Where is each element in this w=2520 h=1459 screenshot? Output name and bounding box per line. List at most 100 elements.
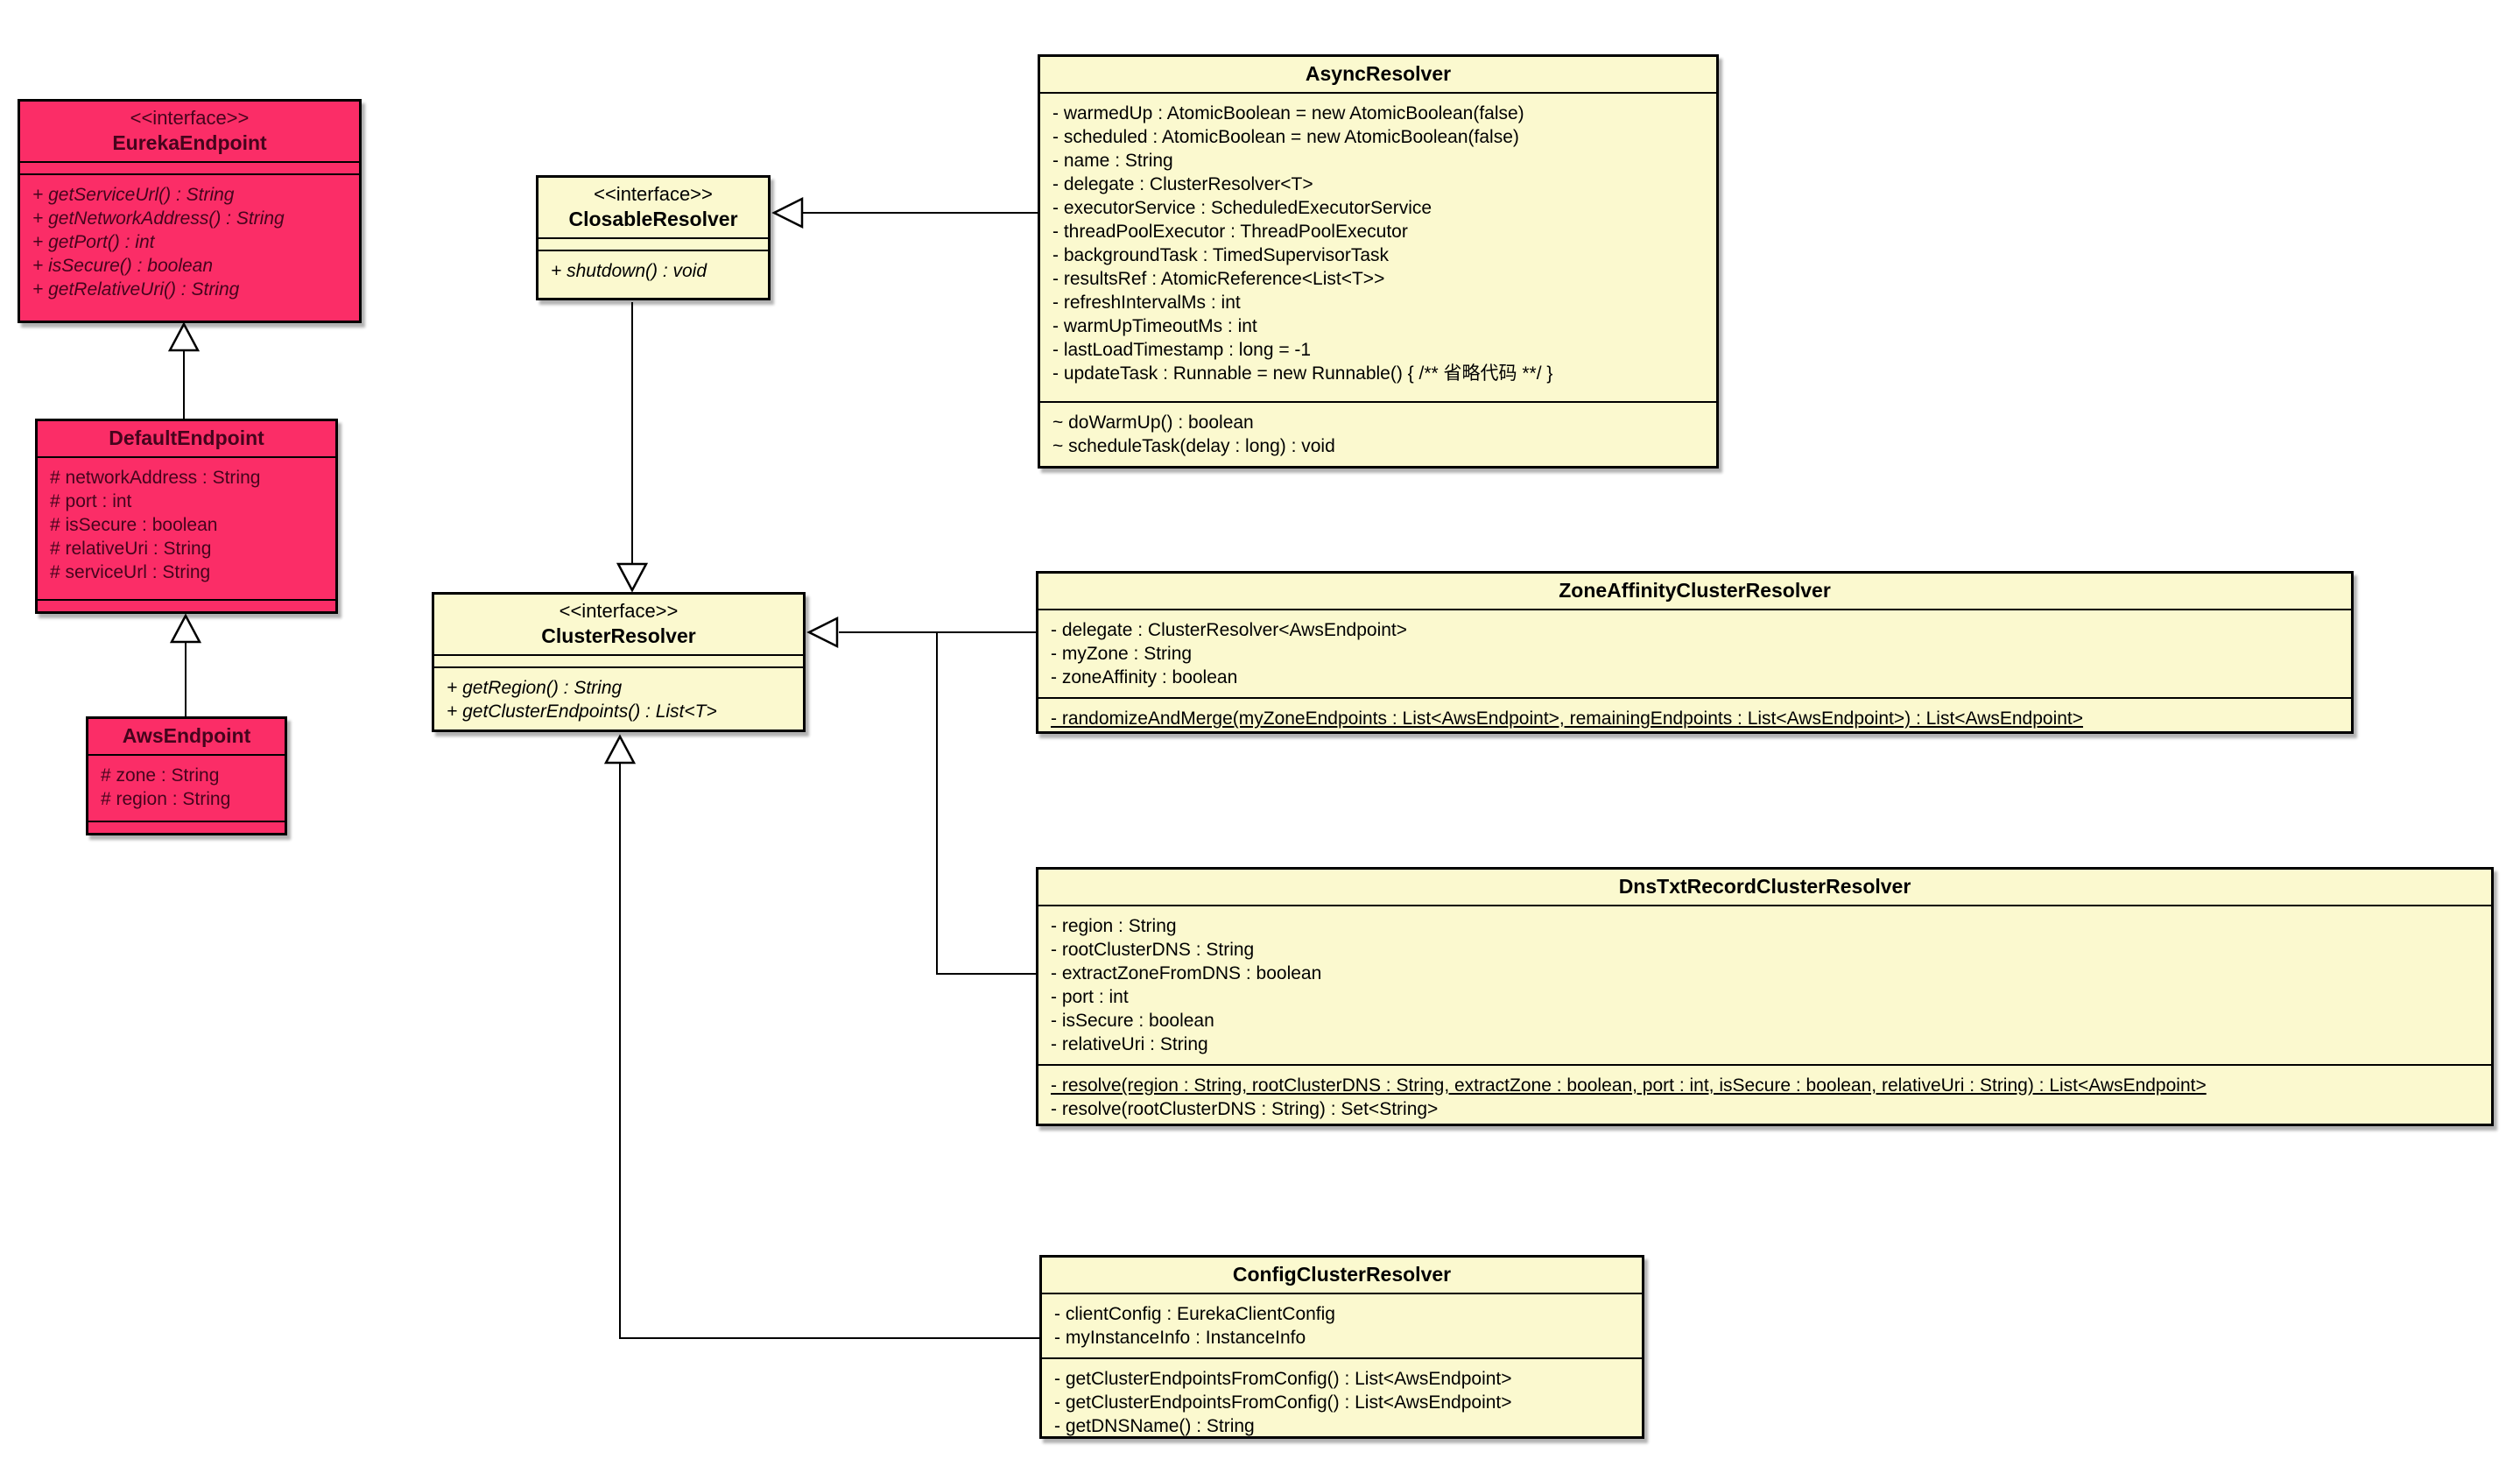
methods-compartment: + getRegion() : String + getClusterEndpoi…: [434, 666, 803, 731]
hollow-triangle-arrowhead: [806, 616, 839, 649]
member-line: - clientConfig : EurekaClientConfig: [1054, 1304, 1335, 1324]
class-box-zone-affinity-cluster-resolver: ZoneAffinityClusterResolver - delegate :…: [1036, 571, 2354, 734]
member-line: - refreshIntervalMs : int: [1052, 293, 1241, 313]
member-line: - myInstanceInfo : InstanceInfo: [1054, 1328, 1306, 1348]
member-line: - backgroundTask : TimedSupervisorTask: [1052, 245, 1389, 265]
member-line: ~ doWarmUp() : boolean: [1052, 412, 1254, 433]
attributes-compartment: [538, 239, 768, 250]
member-line: # networkAddress : String: [50, 468, 261, 488]
member-line: # isSecure : boolean: [50, 515, 218, 535]
class-box-aws-endpoint: AwsEndpoint # zone : String # region : St…: [86, 716, 287, 835]
generalization-dns-to-cluster: [936, 632, 1036, 975]
methods-compartment: - getClusterEndpointsFromConfig() : List…: [1042, 1357, 1642, 1446]
member-line: + getRelativeUri() : String: [32, 279, 240, 300]
class-box-default-endpoint: DefaultEndpoint # networkAddress : Strin…: [35, 419, 338, 614]
member-line: # zone : String: [101, 765, 220, 786]
methods-compartment: [88, 821, 285, 833]
class-header: ZoneAffinityClusterResolver: [1038, 574, 2351, 610]
attributes-compartment: # networkAddress : String# port : int# i…: [38, 458, 335, 599]
member-line: # serviceUrl : String: [50, 562, 211, 582]
class-header: ConfigClusterResolver: [1042, 1258, 1642, 1294]
class-name: EurekaEndpoint: [112, 131, 267, 154]
member-line: # region : String: [101, 789, 231, 809]
methods-compartment: - randomizeAndMerge(myZoneEndpoints : Li…: [1038, 697, 2351, 738]
member-line: - resolve(region : String, rootClusterDN…: [1051, 1075, 2207, 1096]
member-line: - executorService : ScheduledExecutorSer…: [1052, 198, 1432, 218]
member-line: - zoneAffinity : boolean: [1051, 667, 1238, 687]
stereotype-label: <<interface>>: [559, 600, 679, 622]
member-line: - resultsRef : AtomicReference<List<T>>: [1052, 269, 1385, 289]
member-line: - getDNSName() : String: [1054, 1416, 1255, 1436]
class-header: AsyncResolver: [1040, 57, 1716, 94]
class-header: <<interface>> EurekaEndpoint: [20, 102, 359, 163]
class-header: <<interface>> ClosableResolver: [538, 178, 768, 239]
member-line: - relativeUri : String: [1051, 1034, 1208, 1054]
member-line: - isSecure : boolean: [1051, 1011, 1214, 1031]
member-line: - myZone : String: [1051, 644, 1193, 664]
class-header: <<interface>> ClusterResolver: [434, 595, 803, 656]
class-name: AwsEndpoint: [122, 724, 251, 747]
member-line: + getPort() : int: [32, 232, 155, 252]
hollow-triangle-arrowhead: [169, 613, 202, 644]
attributes-compartment: - warmedUp : AtomicBoolean = new AtomicB…: [1040, 94, 1716, 401]
class-box-eureka-endpoint: <<interface>> EurekaEndpoint + getServic…: [18, 99, 362, 323]
member-line: - threadPoolExecutor : ThreadPoolExecuto…: [1052, 222, 1408, 242]
class-box-closable-resolver: <<interface>> ClosableResolver + shutdow…: [536, 175, 771, 300]
generalization-zone-to-cluster: [806, 616, 1036, 649]
class-header: DefaultEndpoint: [38, 421, 335, 458]
class-box-async-resolver: AsyncResolver - warmedUp : AtomicBoolean…: [1038, 54, 1719, 469]
member-line: - rootClusterDNS : String: [1051, 940, 1255, 960]
class-name: AsyncResolver: [1305, 62, 1452, 85]
attributes-compartment: # zone : String # region : String: [88, 756, 285, 821]
member-line: + getRegion() : String: [447, 678, 623, 698]
member-line: - getClusterEndpointsFromConfig() : List…: [1054, 1369, 1512, 1389]
member-line: - name : String: [1052, 151, 1173, 171]
member-line: - warmedUp : AtomicBoolean = new AtomicB…: [1052, 103, 1524, 123]
member-line: + getNetworkAddress() : String: [32, 208, 285, 229]
generalization-aws-to-default: [169, 613, 202, 716]
generalization-closable-to-cluster: [616, 302, 649, 593]
attributes-compartment: [20, 163, 359, 173]
stereotype-label: <<interface>>: [594, 183, 713, 205]
generalization-async-to-closable: [771, 196, 1038, 229]
hollow-triangle-arrowhead: [167, 321, 201, 352]
member-line: - getClusterEndpointsFromConfig() : List…: [1054, 1392, 1512, 1413]
attributes-compartment: - delegate : ClusterResolver<AwsEndpoint…: [1038, 610, 2351, 697]
member-line: # relativeUri : String: [50, 539, 212, 559]
member-line: - resolve(rootClusterDNS : String) : Set…: [1051, 1099, 1439, 1119]
attributes-compartment: [434, 656, 803, 666]
methods-compartment: [38, 599, 335, 611]
methods-compartment: + getServiceUrl() : String+ getNetworkAd…: [20, 173, 359, 321]
member-line: + isSecure() : boolean: [32, 256, 214, 276]
class-name: ClusterResolver: [541, 624, 696, 647]
member-line: - delegate : ClusterResolver<T>: [1052, 174, 1313, 194]
hollow-triangle-arrowhead: [771, 196, 804, 229]
member-line: + shutdown() : void: [551, 261, 707, 281]
class-name: ClosableResolver: [568, 208, 738, 230]
generalization-default-to-eureka: [167, 321, 201, 419]
class-box-dns-txt-record-cluster-resolver: DnsTxtRecordClusterResolver - region : S…: [1036, 867, 2494, 1126]
member-line: - updateTask : Runnable = new Runnable()…: [1052, 363, 1553, 384]
member-line: - port : int: [1051, 987, 1129, 1007]
member-line: - warmUpTimeoutMs : int: [1052, 316, 1257, 336]
class-header: AwsEndpoint: [88, 719, 285, 756]
member-line: - randomizeAndMerge(myZoneEndpoints : Li…: [1051, 708, 2084, 729]
member-line: - extractZoneFromDNS : boolean: [1051, 963, 1322, 983]
class-box-config-cluster-resolver: ConfigClusterResolver - clientConfig : E…: [1039, 1255, 1644, 1439]
class-name: ConfigClusterResolver: [1232, 1263, 1452, 1286]
attributes-compartment: - region : String - rootClusterDNS : Stri…: [1038, 906, 2491, 1064]
member-line: - region : String: [1051, 916, 1177, 936]
member-line: - delegate : ClusterResolver<AwsEndpoint…: [1051, 620, 1408, 640]
class-header: DnsTxtRecordClusterResolver: [1038, 870, 2491, 906]
class-box-cluster-resolver: <<interface>> ClusterResolver + getRegio…: [432, 592, 806, 732]
methods-compartment: ~ doWarmUp() : boolean ~ scheduleTask(del…: [1040, 401, 1716, 466]
methods-compartment: - resolve(region : String, rootClusterDN…: [1038, 1064, 2491, 1129]
member-line: ~ scheduleTask(delay : long) : void: [1052, 436, 1335, 456]
member-line: + getClusterEndpoints() : List<T>: [447, 701, 717, 722]
stereotype-label: <<interface>>: [130, 107, 250, 129]
class-name: DefaultEndpoint: [109, 426, 264, 449]
member-line: - lastLoadTimestamp : long = -1: [1052, 340, 1312, 360]
methods-compartment: + shutdown() : void: [538, 250, 768, 298]
hollow-triangle-arrowhead: [616, 562, 649, 593]
